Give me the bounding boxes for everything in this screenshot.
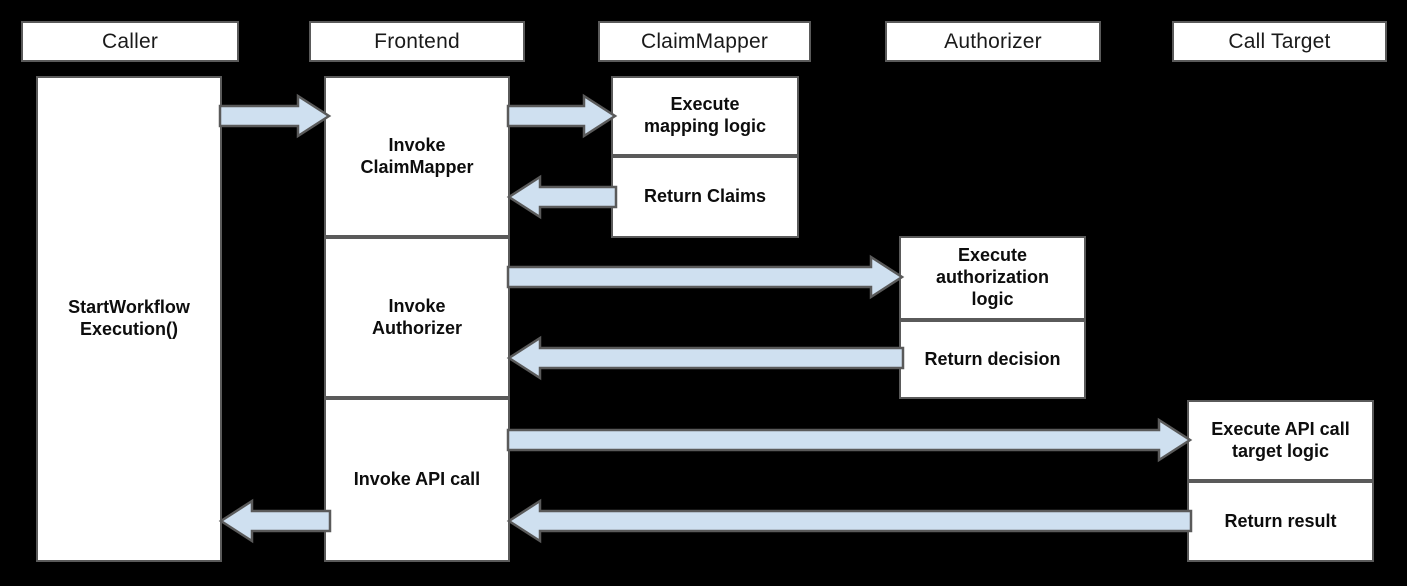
- lane-header-caller[interactable]: Caller: [21, 21, 239, 62]
- activation-claimmapper-execute-mapping-logic[interactable]: Execute mapping logic: [611, 76, 799, 156]
- activation-claimmapper-return-claims-label: Return Claims: [643, 186, 767, 207]
- activation-frontend-invoke-claimmapper[interactable]: Invoke ClaimMapper: [324, 76, 510, 237]
- lane-header-calltarget[interactable]: Call Target: [1172, 21, 1387, 62]
- activation-calltarget-return-result[interactable]: Return result: [1187, 481, 1374, 562]
- activation-authorizer-execute-authorization-logic[interactable]: Execute authorization logic: [899, 236, 1086, 320]
- message-arrow-frontend-to-caller[interactable]: [218, 498, 332, 544]
- activation-calltarget-execute-api-call-target-logic[interactable]: Execute API call target logic: [1187, 400, 1374, 481]
- activation-caller-startworkflow-label: StartWorkflow Execution(): [68, 297, 190, 339]
- message-arrow-caller-to-frontend[interactable]: [218, 93, 332, 139]
- activation-calltarget-return-result-label: Return result: [1224, 510, 1337, 531]
- lane-header-frontend-label: Frontend: [374, 29, 460, 53]
- message-arrow-frontend-to-claimmapper[interactable]: [506, 93, 618, 139]
- lane-header-authorizer[interactable]: Authorizer: [885, 21, 1101, 62]
- activation-claimmapper-return-claims[interactable]: Return Claims: [611, 156, 799, 238]
- lane-header-caller-label: Caller: [101, 29, 159, 53]
- activation-claimmapper-execute-mapping-logic-label: Execute mapping logic: [643, 94, 766, 136]
- activation-calltarget-execute-api-call-target-logic-label: Execute API call target logic: [1211, 418, 1350, 461]
- activation-frontend-invoke-authorizer-label: Invoke Authorizer: [372, 295, 462, 338]
- message-arrow-authorizer-to-frontend[interactable]: [506, 335, 905, 381]
- message-arrow-frontend-to-authorizer[interactable]: [506, 254, 905, 300]
- activation-frontend-invoke-authorizer[interactable]: Invoke Authorizer: [324, 237, 510, 398]
- activation-caller-startworkflow[interactable]: StartWorkflow Execution(): [36, 76, 222, 562]
- activation-frontend-invoke-api-call-label: Invoke API call: [353, 469, 481, 490]
- message-arrow-claimmapper-to-frontend[interactable]: [506, 174, 618, 220]
- activation-authorizer-return-decision-label: Return decision: [924, 348, 1061, 369]
- lane-header-claimmapper-label: ClaimMapper: [640, 29, 769, 53]
- message-arrow-frontend-to-calltarget[interactable]: [506, 417, 1193, 463]
- activation-frontend-invoke-claimmapper-label: Invoke ClaimMapper: [360, 134, 474, 177]
- lane-header-calltarget-label: Call Target: [1228, 29, 1331, 53]
- activation-frontend-invoke-api-call[interactable]: Invoke API call: [324, 398, 510, 562]
- message-arrow-calltarget-to-frontend[interactable]: [506, 498, 1193, 544]
- activation-authorizer-return-decision[interactable]: Return decision: [899, 320, 1086, 399]
- lane-header-claimmapper[interactable]: ClaimMapper: [598, 21, 811, 62]
- lane-header-frontend[interactable]: Frontend: [309, 21, 525, 62]
- activation-authorizer-execute-authorization-logic-label: Execute authorization logic: [936, 245, 1049, 309]
- lane-header-authorizer-label: Authorizer: [944, 29, 1042, 53]
